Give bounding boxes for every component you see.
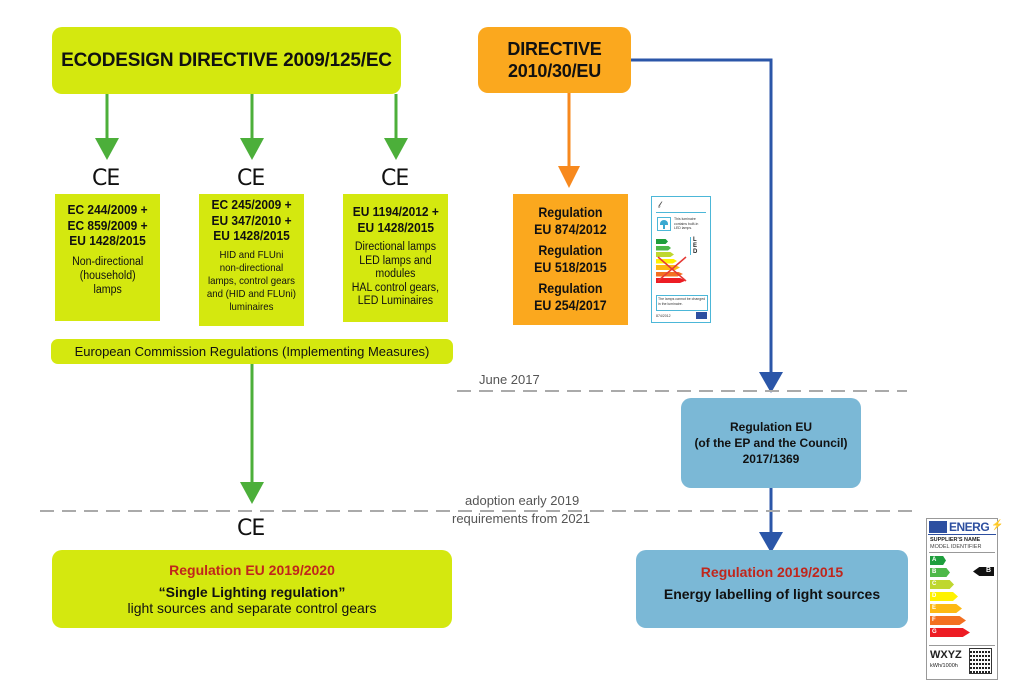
energy-class-bar-d: D [930,592,958,601]
timeline-adoption: adoption early 2019 [465,493,580,508]
green-arrow-3 [384,94,408,160]
single-lighting-subtitle: “Single Lighting regulation” [158,584,346,600]
qr-code-icon [969,648,992,674]
regulation-description: lamps, control gears [208,274,295,287]
ce-mark-icon: CE [237,166,265,191]
implementing-measures-bar: European Commission Regulations (Impleme… [51,339,453,364]
green-arrow-2 [240,94,264,160]
selected-class-indicator: B [973,567,994,576]
blue-arrow-bottom [759,488,783,553]
regulation-code: EU 1428/2015 [213,228,290,243]
orange-arrow [558,93,580,188]
energy-bolt-icon: ⚡ [991,520,1004,531]
regulation-code: EU 254/2017 [534,297,607,313]
single-lighting-description: light sources and separate control gears [127,600,377,616]
regulation-description: Directional lamps [354,241,437,253]
regulation-code: EU 874/2012 [534,221,607,237]
energy-labelling-description: Energy labelling of light sources [663,586,881,602]
regulation-2017-1369-box: Regulation EU (of the EP and the Council… [681,398,861,488]
regulation-code: EU 1194/2012 + [352,204,439,219]
energy-consumption-value: WXYZ [930,649,962,661]
regulation-description: HAL control gears, [351,281,440,294]
regulation-code: EC 245/2009 + [211,197,292,212]
cross-out-mark [657,256,687,282]
label-luminaire-text: This luminaire contains built-in LED lam… [674,217,699,230]
label-logo-icon: 𝓁 [658,200,661,210]
ecodesign-directive-box: ECODESIGN DIRECTIVE 2009/125/EC [52,27,401,94]
regulation-code: EU 1428/2015 [357,219,434,235]
regulation-code: EC 859/2009 + [67,217,148,233]
implementing-measures-label: European Commission Regulations (Impleme… [74,344,430,359]
regulation-column-hid-fluni: EC 245/2009 + EU 347/2010 + EU 1428/2015… [199,194,304,326]
regulation-code: EU 347/2010 + [211,212,292,228]
timeline-june-2017: June 2017 [479,372,540,387]
regulation-label: Regulation [538,281,603,296]
single-lighting-title: Regulation EU 2019/2020 [169,562,335,578]
ce-mark-icon: CE [381,166,409,191]
regulation-description: non-directional [219,261,284,274]
label-regulation-ref: 874/2012 [656,314,671,318]
old-luminaire-energy-label: 𝓁 This luminaire contains built-in LED l… [651,196,711,323]
supplier-name: SUPPLIER'S NAME [930,537,981,543]
regulation-code: EU 518/2015 [534,259,607,275]
ce-mark-icon: CE [237,516,265,541]
timeline-requirements: requirements from 2021 [452,511,591,526]
regulation-label: Regulation [538,243,603,258]
label-class-bars [656,239,686,283]
regulation-label: Regulation [538,205,603,220]
energy-class-bar-c: C [930,580,954,589]
label-footer-text: The lamps cannot be changed in the lumin… [656,295,708,311]
regulation-code: EC 244/2009 + [67,202,148,217]
energy-class-bar-f: F [930,616,966,625]
labelling-directive-title: DIRECTIVE 2010/30/EU [507,39,602,81]
regulation-2017-line: 2017/1369 [742,452,800,466]
energy-labelling-regulation-box: Regulation 2019/2015 Energy labelling of… [636,550,908,628]
model-identifier: MODEL IDENTIFIER [930,544,982,550]
green-arrow-1 [95,94,119,160]
energy-class-bar-b: B [930,568,950,577]
ce-mark-icon: CE [92,166,120,191]
regulation-description: luminaires [229,300,274,313]
labelling-regulations-box: Regulation EU 874/2012 Regulation EU 518… [513,194,628,325]
energy-consumption-unit: kWh/1000h [930,663,958,669]
regulation-2017-line: Regulation EU [729,420,812,434]
regulation-2017-line: (of the EP and the Council) [694,436,848,450]
ecodesign-directive-title: ECODESIGN DIRECTIVE 2009/125/EC [61,49,392,71]
single-lighting-regulation-box: Regulation EU 2019/2020 “Single Lighting… [52,550,452,628]
eu-flag-icon [929,521,947,533]
led-bracket-text: LED [690,237,699,255]
green-arrow-main [240,364,264,504]
energy-class-bar-a: A [930,556,946,565]
regulation-code: EU 1428/2015 [69,233,146,248]
energy-label-header: ENERG ⚡ [928,520,1003,535]
regulation-description: LED Luminaires [357,295,434,307]
blue-arrow-top [631,58,783,393]
regulation-description: lamps [93,283,122,296]
regulation-description: Non-directional [71,255,144,268]
regulation-column-directional-led: EU 1194/2012 + EU 1428/2015 Directional … [343,194,448,322]
labelling-directive-box: DIRECTIVE 2010/30/EU [478,27,631,93]
regulation-column-non-directional: EC 244/2009 + EC 859/2009 + EU 1428/2015… [55,194,160,321]
regulation-description: and (HID and FLUni) [206,287,297,300]
energy-class-bar-e: E [930,604,962,613]
energy-labelling-title: Regulation 2019/2015 [700,564,844,580]
energy-class-bar-g: G [930,628,970,637]
lamp-icon [657,217,671,231]
regulation-description: modules [375,268,416,280]
eu-flag-icon [696,312,707,319]
new-energy-label: ENERG ⚡ SUPPLIER'S NAME MODEL IDENTIFIER… [926,518,1003,680]
regulation-description: HID and FLUni [219,248,284,261]
regulation-description: LED lamps and [359,254,432,267]
regulation-description: (household) [79,269,136,282]
